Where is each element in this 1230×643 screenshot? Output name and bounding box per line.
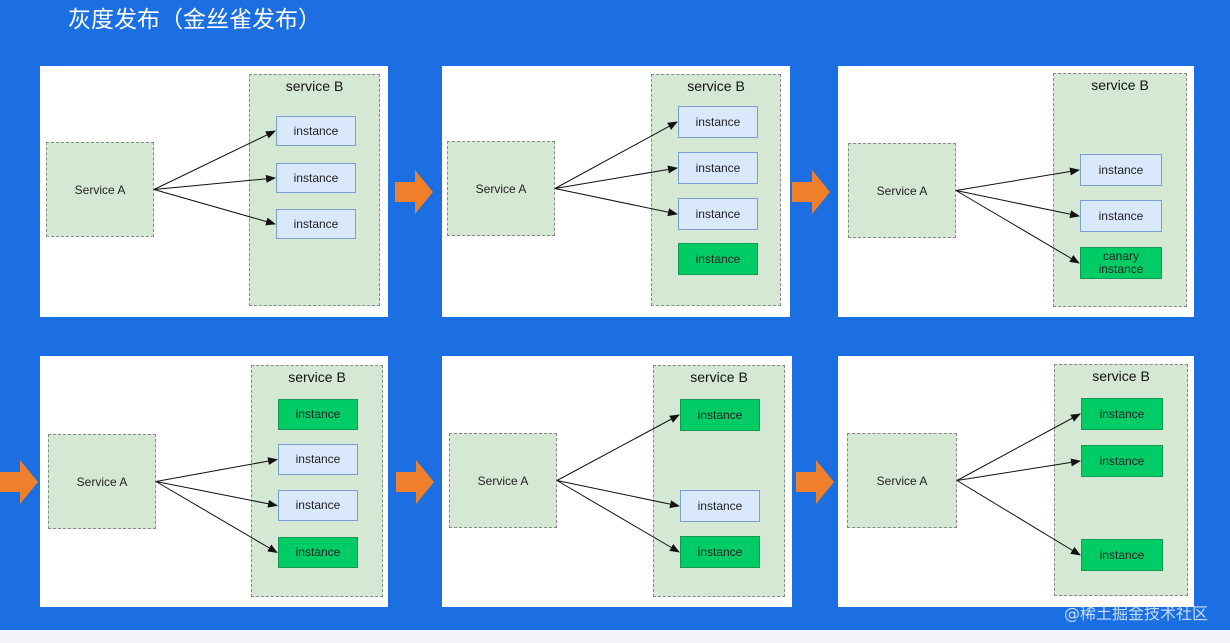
routing-arrow (556, 414, 680, 481)
routing-arrows (556, 414, 680, 553)
routing-arrow (554, 165, 678, 189)
step-transition-arrow-icon (395, 170, 433, 214)
routing-arrow (153, 130, 276, 190)
service-a-box: Service A (48, 434, 156, 529)
routing-arrow (554, 188, 678, 217)
routing-arrow (554, 121, 678, 189)
routing-arrow (556, 480, 680, 509)
routing-arrow (955, 167, 1080, 191)
routing-arrow (153, 189, 276, 226)
new-instance-box: instance (680, 399, 760, 431)
routing-arrows (155, 457, 278, 554)
instance-box: instance (276, 209, 356, 239)
step-panel-4: service B Service A instance instance instan… (40, 356, 388, 607)
routing-arrows (554, 121, 678, 217)
service-b-label: service B (285, 78, 344, 94)
instance-box: instance (680, 490, 760, 522)
routing-arrow (956, 480, 1081, 556)
instance-box: instance (278, 444, 358, 475)
service-a-box: Service A (847, 433, 957, 528)
service-a-box: Service A (447, 141, 555, 236)
service-a-box: Service A (46, 142, 154, 237)
routing-arrow (155, 481, 278, 554)
new-instance-box: instance (1081, 445, 1163, 477)
new-instance-box: instance (278, 537, 358, 568)
step-panel-6: service B Service A instance instance instan… (838, 356, 1194, 607)
brand-watermark: @稀土掘金技术社区 (1063, 604, 1208, 623)
step-transition-arrow-icon (796, 460, 834, 504)
step-transition-arrow-icon (396, 460, 434, 504)
page-title: 灰度发布（金丝雀发布） (68, 7, 321, 33)
instance-box: instance (276, 116, 356, 146)
step-transition-arrow-icon (0, 460, 38, 504)
service-b-label: service B (687, 78, 745, 94)
service-b-label: service B (1092, 368, 1150, 384)
service-a-box: Service A (449, 433, 557, 528)
routing-arrow (955, 190, 1080, 264)
instance-box: instance (1080, 200, 1162, 232)
routing-arrows (955, 167, 1080, 264)
new-instance-box: instance (678, 243, 758, 275)
service-b-label: service B (288, 369, 346, 385)
routing-arrows (153, 130, 276, 226)
routing-arrow (155, 481, 278, 508)
step-panel-5: service B Service A instance instance instan… (442, 356, 792, 607)
routing-arrow (155, 457, 278, 482)
new-instance-box: instance (1081, 539, 1163, 571)
step-panel-3: service B Service A instance instance canary… (838, 66, 1194, 317)
step-transition-arrow-icon (792, 170, 830, 214)
new-instance-box: instance (680, 536, 760, 568)
instance-box: instance (678, 106, 758, 138)
new-instance-box: instance (1081, 398, 1163, 430)
instance-box: instance (678, 198, 758, 230)
service-b-label: service B (1091, 77, 1149, 93)
routing-arrow (556, 480, 680, 553)
instance-box: instance (276, 163, 356, 193)
canary-instance-box: canary instance (1080, 247, 1162, 279)
service-b-label: service B (690, 369, 748, 385)
service-a-box: Service A (848, 143, 956, 238)
instance-box: instance (1080, 154, 1162, 186)
new-instance-box: instance (278, 399, 358, 430)
routing-arrow (955, 190, 1080, 219)
step-panel-1: service B Service A instance instance instan… (40, 66, 388, 317)
routing-arrow (153, 174, 276, 190)
routing-arrows (956, 413, 1081, 556)
routing-arrow (956, 458, 1081, 481)
instance-box: instance (278, 490, 358, 521)
footer-bar (0, 630, 1230, 643)
instance-box: instance (678, 152, 758, 184)
step-panel-2: service B Service A instance instance instan… (442, 66, 790, 317)
routing-arrow (956, 413, 1081, 481)
